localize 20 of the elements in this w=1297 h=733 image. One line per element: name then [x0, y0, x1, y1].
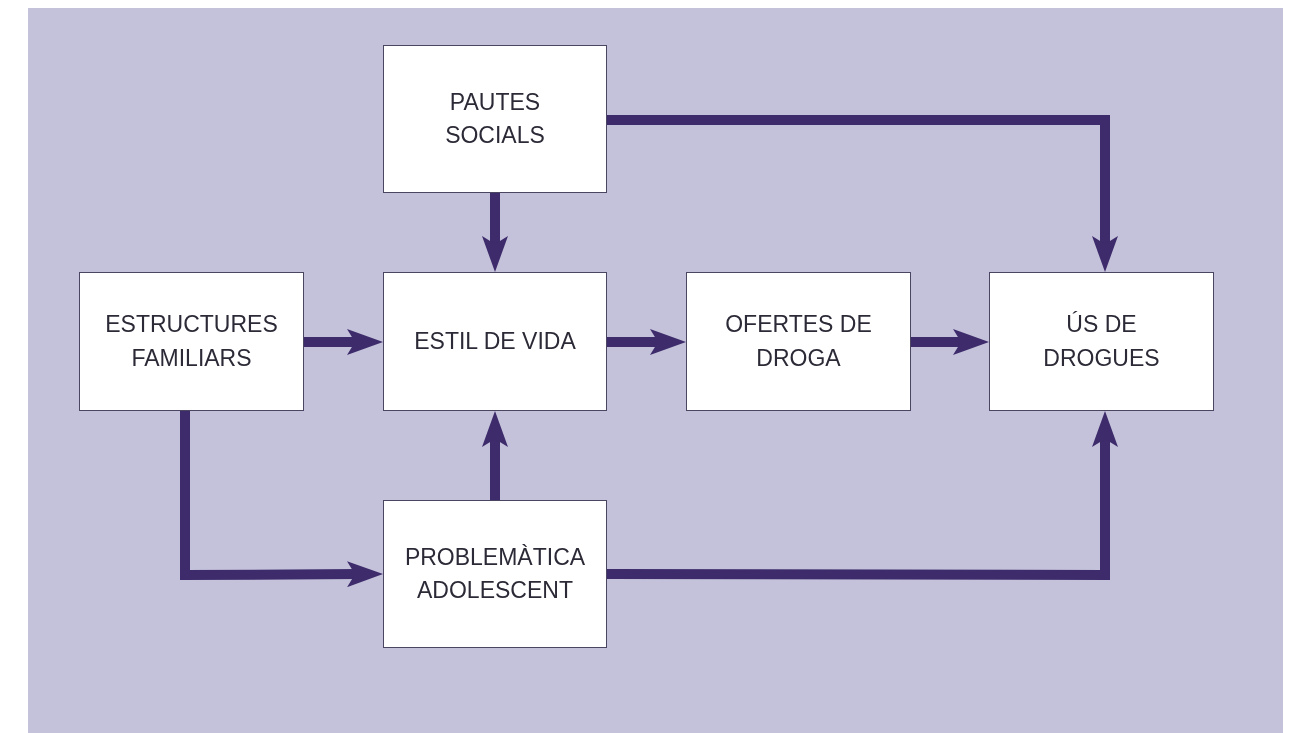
arrow	[180, 411, 383, 588]
box-label: OFERTES DE DROGA	[724, 310, 873, 373]
arrow	[304, 329, 383, 355]
process-box	[989, 272, 1214, 411]
process-box	[79, 272, 304, 411]
box-label: PROBLEMÀTICA ADOLESCENT	[403, 542, 587, 605]
arrow	[607, 115, 1118, 272]
box-label: ÚS DE DROGUES	[1042, 310, 1161, 373]
box-label: ESTIL DE VIDA	[414, 326, 576, 356]
box-label: PAUTES SOCIALS	[444, 87, 546, 150]
process-box	[383, 45, 607, 193]
process-box	[686, 272, 911, 411]
box-label: ESTRUCTURES FAMILIARS	[104, 310, 279, 373]
arrow	[911, 329, 989, 355]
arrow	[607, 411, 1118, 580]
arrow	[482, 411, 508, 500]
process-box	[383, 272, 607, 411]
arrow	[607, 329, 686, 355]
arrow	[482, 193, 508, 272]
process-box	[383, 500, 607, 648]
